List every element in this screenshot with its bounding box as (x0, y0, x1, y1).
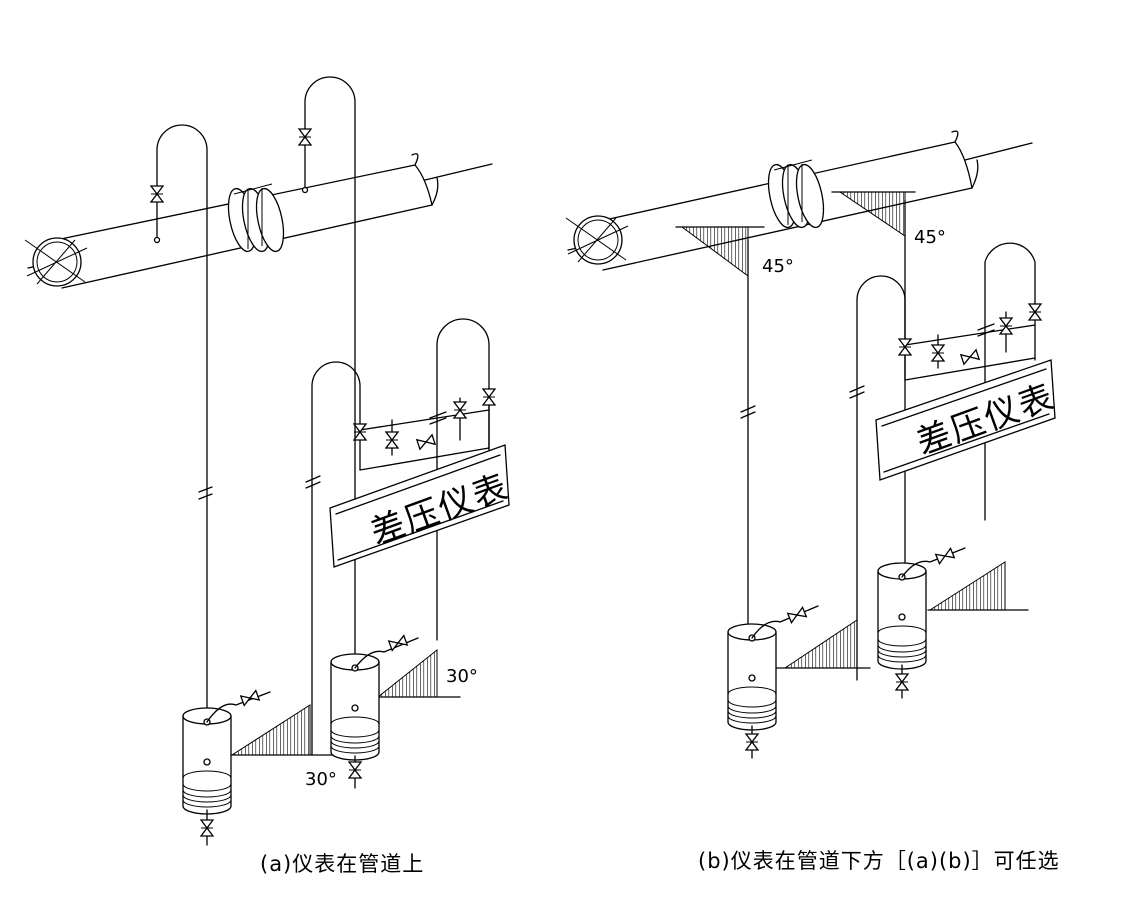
orifice-flange-icon (222, 183, 290, 255)
check-valve-icon (388, 634, 408, 652)
impulse-line-right-a (301, 76, 356, 661)
check-valve-icon (960, 349, 980, 365)
lower-slope-left-b (774, 619, 871, 669)
valve-icon (150, 185, 164, 203)
condensate-pot-icon (330, 653, 380, 761)
slope-right-a (375, 648, 461, 698)
valve-icon (931, 344, 945, 362)
valve-icon (385, 431, 399, 449)
condensate-pot-icon (182, 707, 232, 815)
drain-valve-icon (348, 761, 362, 779)
orifice-flange-icon (762, 159, 830, 231)
angle-label-left-b: 45° (762, 256, 794, 277)
impulse-lines-b (740, 199, 1036, 681)
valve-icon (453, 401, 467, 419)
condensate-pot-icon (727, 623, 777, 731)
panel-a: 差压仪表 30° 30° (a)仪表在管道上 (24, 76, 514, 876)
slope-right-b (831, 191, 916, 237)
check-valve-icon (935, 547, 955, 565)
meter-box-a: 差压仪表 (329, 444, 514, 568)
pipe-end-icon (24, 237, 88, 287)
check-valve-icon (416, 434, 436, 450)
angle-label-left-a: 30° (305, 769, 337, 790)
main-pipe-b (567, 130, 1033, 271)
valve-icon (482, 388, 496, 406)
valve-icon (1028, 303, 1042, 321)
meter-box-b: 差压仪表 (875, 359, 1060, 481)
impulse-line-left-a (153, 124, 213, 721)
pipe-end-icon (565, 215, 629, 265)
valve-icon (999, 317, 1013, 335)
drain-valve-icon (895, 673, 909, 691)
valve-icon (353, 423, 367, 441)
caption-a: (a)仪表在管道上 (260, 852, 424, 876)
angle-label-right-a: 30° (446, 666, 478, 687)
slope-left-a (229, 704, 341, 756)
drain-valve-icon (200, 819, 214, 837)
drain-valve-icon (745, 733, 759, 751)
lower-slope-right-b (927, 561, 1029, 611)
valve-icon (898, 338, 912, 356)
valve-icon (298, 128, 312, 146)
condensate-pot-icon (877, 562, 927, 670)
check-valve-icon (240, 689, 260, 707)
caption-b: (b)仪表在管道下方［(a)(b)］可任选 (698, 849, 1060, 873)
check-valve-icon (787, 606, 807, 624)
angle-label-right-b: 45° (914, 227, 946, 248)
panel-b: 45° 45° 差压仪表 (565, 130, 1060, 873)
